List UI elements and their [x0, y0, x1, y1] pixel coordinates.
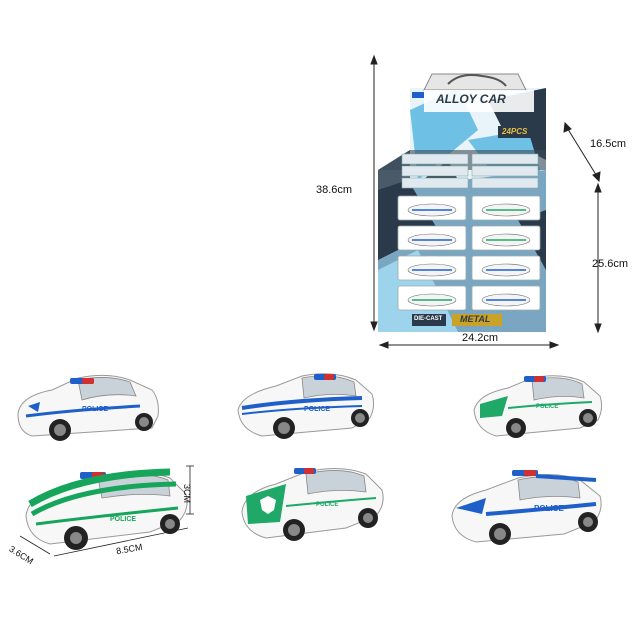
box-top-depth-label: 16.5cm — [590, 138, 627, 150]
police-car-5: POLICE — [236, 454, 386, 546]
display-box: ALLOY CAR 24PCS DIE-CAST METAL — [378, 70, 560, 340]
police-car-6-graphic — [451, 470, 602, 545]
box-brand-label: ALLOY CAR — [436, 92, 506, 106]
police-car-2: POLICE — [232, 364, 378, 444]
police-car-1: POLICE — [12, 366, 162, 446]
display-box-graphic — [378, 73, 546, 332]
police-car-4-graphic — [25, 468, 188, 550]
police-car-1-label: POLICE — [82, 406, 109, 413]
police-car-6: POLICE — [446, 458, 606, 548]
police-car-4: POLICE — [20, 454, 190, 554]
box-metal-label: METAL — [460, 314, 491, 324]
police-car-1-graphic — [17, 374, 159, 441]
police-car-2-graphic — [237, 373, 375, 439]
police-car-5-graphic — [241, 468, 384, 541]
police-car-3-graphic — [473, 375, 603, 438]
police-car-3-label: POLICE — [536, 404, 559, 410]
police-car-4-label: POLICE — [110, 516, 137, 523]
police-car-2-label: POLICE — [304, 406, 331, 413]
police-car-5-label: POLICE — [316, 502, 339, 508]
police-car-6-label: POLICE — [534, 504, 564, 513]
box-side-height-label: 25.6cm — [592, 258, 629, 270]
box-count-label: 24PCS — [502, 127, 528, 136]
box-height-label: 38.6cm — [316, 184, 353, 196]
box-width-label: 24.2cm — [462, 332, 499, 344]
box-diecast-label: DIE-CAST — [414, 316, 443, 322]
police-car-3: POLICE — [468, 366, 606, 444]
car-height-label: 3CM — [182, 484, 192, 504]
